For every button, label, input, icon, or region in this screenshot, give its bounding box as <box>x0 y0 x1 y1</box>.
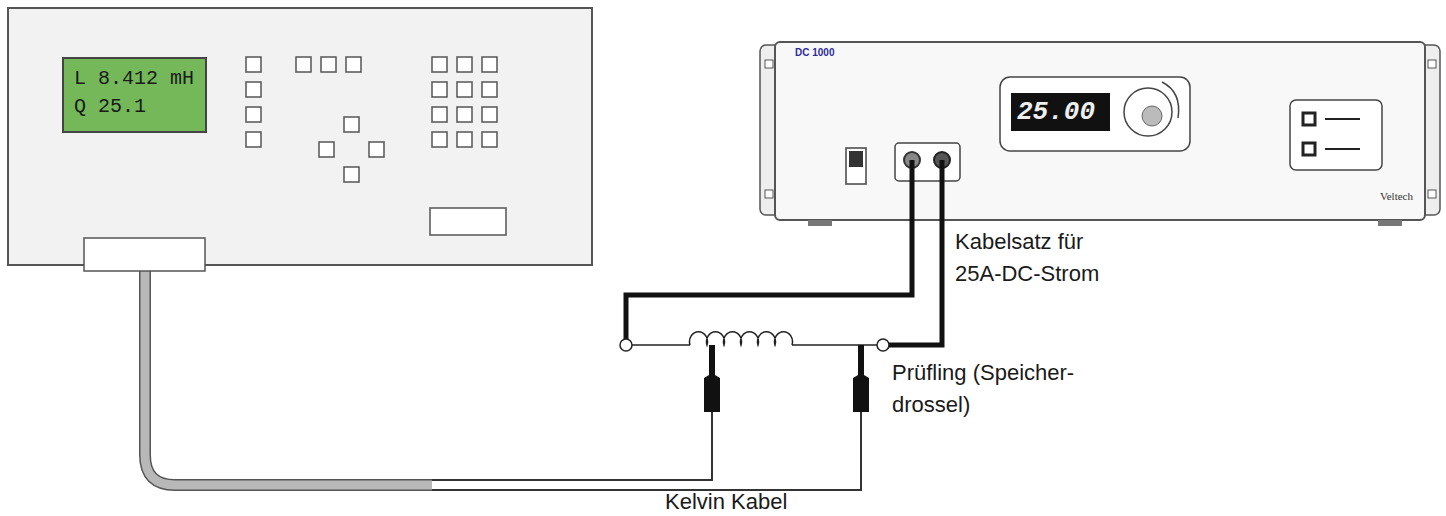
button <box>432 57 447 72</box>
knob-arc <box>1162 82 1179 118</box>
rack-foot <box>808 220 832 226</box>
button <box>321 57 336 72</box>
kelvin-cable-outline <box>145 262 432 485</box>
meter-buttons <box>246 57 506 235</box>
button <box>246 82 261 97</box>
power-switch-rocker <box>849 151 863 167</box>
kelvin-clip <box>853 345 869 412</box>
rack-hole <box>765 190 773 198</box>
kelvin-cable <box>145 262 432 485</box>
terminal <box>620 339 632 351</box>
output-panel <box>1290 100 1382 170</box>
rack-hole <box>1428 60 1436 68</box>
dut-label: Prüfling (Speicher- drossel) <box>892 357 1107 421</box>
dc-source: DC 1000Veltech 25.00 <box>775 42 1425 220</box>
display-panel <box>1000 77 1190 151</box>
button <box>482 107 497 122</box>
lcr-meter-housing <box>8 8 592 265</box>
terminal <box>877 339 889 351</box>
button <box>457 107 472 122</box>
output-dash <box>1325 148 1360 150</box>
node-text: 25.00 <box>1017 95 1104 129</box>
button <box>369 142 384 157</box>
button <box>457 132 472 147</box>
cable-label: Kelvin Kabel <box>665 486 865 516</box>
lcd-display: L 8.412 mHQ 25.1 <box>62 57 207 133</box>
node-text: Veltech <box>1380 190 1413 202</box>
dc-source-housing <box>775 42 1425 220</box>
button <box>432 107 447 122</box>
coil-lead <box>632 344 690 346</box>
rack-hole <box>765 60 773 68</box>
output-socket <box>1303 113 1315 125</box>
cable-note: Kabelsatz für 25A-DC-Strom <box>955 226 1130 290</box>
jack-panel <box>895 143 960 181</box>
button <box>246 107 261 122</box>
rack-hole <box>1428 190 1436 198</box>
button <box>482 82 497 97</box>
button <box>430 208 506 235</box>
button <box>344 167 359 182</box>
coil-lead <box>792 344 877 346</box>
button <box>482 132 497 147</box>
adjust-knob <box>1124 88 1172 136</box>
meter-connector <box>84 238 205 271</box>
current-display: 25.00 <box>1011 93 1110 131</box>
kelvin-wire <box>432 410 861 490</box>
power-switch <box>846 148 866 184</box>
dc-cable <box>889 160 942 345</box>
button <box>346 57 361 72</box>
button <box>457 57 472 72</box>
button <box>246 57 261 72</box>
dc-cable <box>626 160 912 339</box>
kelvin-wire <box>432 410 712 480</box>
rack-foot <box>1378 220 1402 226</box>
output-dash <box>1325 118 1360 120</box>
button <box>432 132 447 147</box>
node-text: L 8.412 mH <box>74 65 195 93</box>
button <box>457 82 472 97</box>
coil-windings <box>690 332 793 345</box>
output-socket <box>1303 143 1315 155</box>
node-text: DC 1000 <box>795 47 834 58</box>
button <box>319 142 334 157</box>
button <box>246 132 261 147</box>
button <box>344 117 359 132</box>
button <box>296 57 311 72</box>
button <box>432 82 447 97</box>
button <box>482 57 497 72</box>
adjust-knob-cap <box>1142 106 1162 126</box>
node-text: Q 25.1 <box>74 93 195 121</box>
kelvin-clip <box>704 345 720 412</box>
